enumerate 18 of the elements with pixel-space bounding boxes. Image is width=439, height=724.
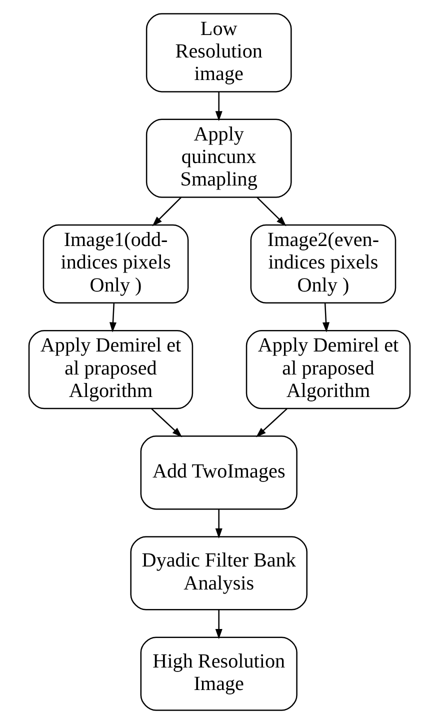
node-box: High Resolution Image xyxy=(140,636,298,711)
arrow xyxy=(151,408,182,438)
arrow xyxy=(215,92,222,122)
arrow xyxy=(109,302,117,332)
arrow xyxy=(256,196,286,226)
node-box: Apply Demirel et al praposed Algorithm xyxy=(246,330,411,410)
node-box: Add TwoImages xyxy=(140,436,298,510)
arrow xyxy=(215,610,222,640)
node-box: Apply quincunx Smapling xyxy=(146,118,292,198)
arrow xyxy=(215,509,222,538)
node-box: Dyadic Filter Bank Analysis xyxy=(130,536,308,610)
node-box: Apply Demirel et al praposed Algorithm xyxy=(28,330,194,410)
arrow xyxy=(322,302,330,332)
node-box: Image2(even-indices pixels Only ) xyxy=(250,224,396,304)
node-box: Image1(odd-indices pixels Only ) xyxy=(42,224,189,304)
arrow xyxy=(256,408,288,438)
node-box: Low Resolution image xyxy=(146,13,292,92)
arrow xyxy=(152,196,182,226)
